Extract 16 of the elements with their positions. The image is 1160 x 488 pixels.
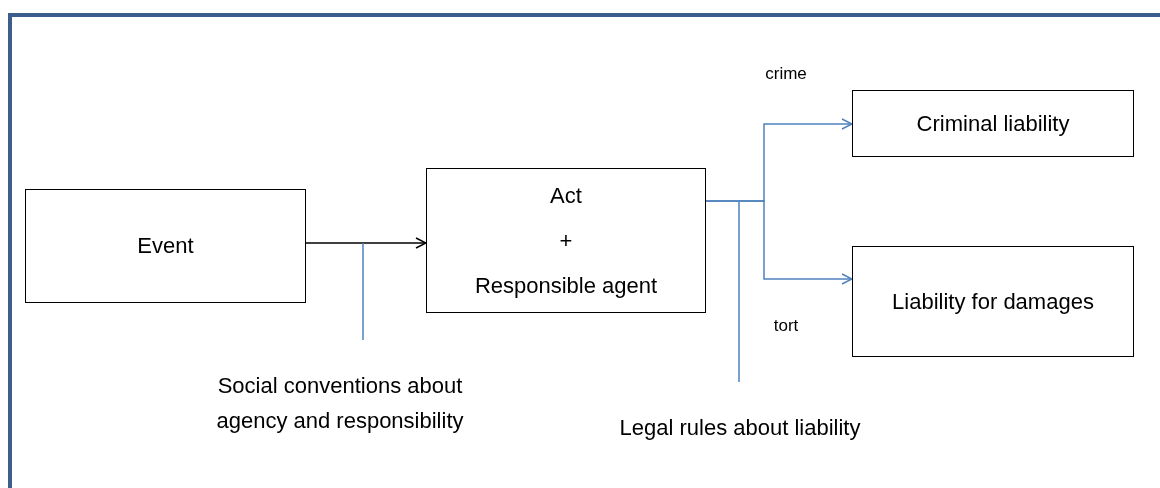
process-box <box>852 246 1134 357</box>
box-text: + <box>559 226 573 255</box>
leader-line <box>362 242 364 341</box>
process-box <box>852 90 1134 157</box>
annotation-text: Legal rules about liability <box>570 408 910 448</box>
leader-line <box>738 200 740 383</box>
box-text: Liability for damages <box>892 287 1094 316</box>
box-text: Criminal liability <box>916 109 1070 138</box>
box-text: Act <box>550 182 582 210</box>
box-text: Event <box>137 232 194 261</box>
arrow <box>705 200 853 285</box>
annotation-text: Social conventions about agency and responsibility <box>180 366 500 440</box>
box-text: Responsible agent <box>474 271 658 300</box>
process-box <box>426 168 706 313</box>
arrow <box>305 237 427 249</box>
process-box <box>25 189 306 303</box>
